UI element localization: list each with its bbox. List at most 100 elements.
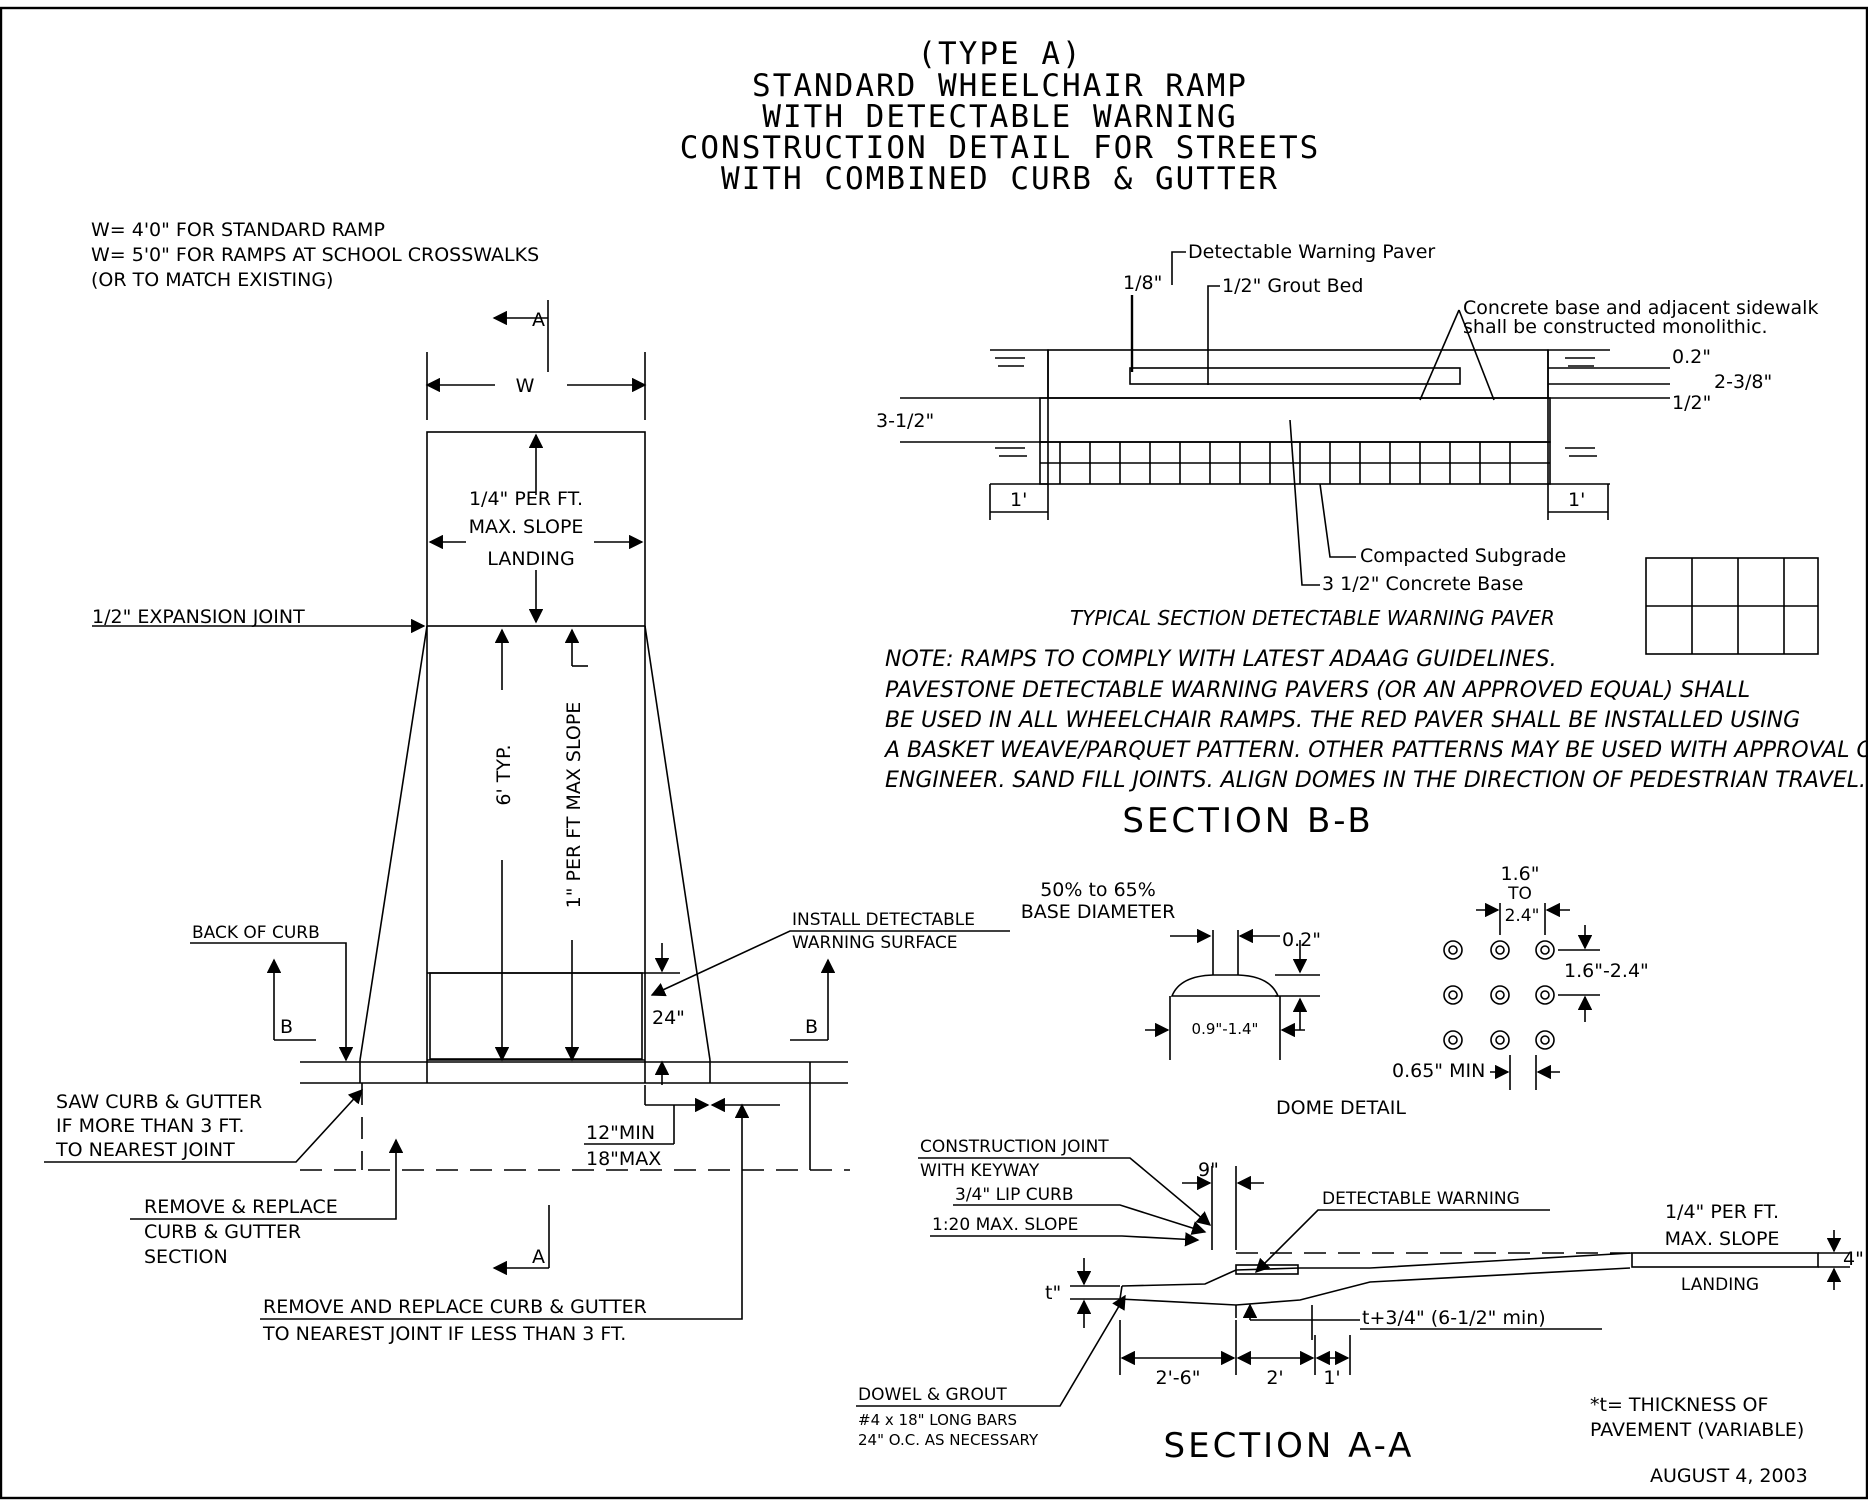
dome-base-diameter-label: BASE DIAMETER	[1021, 901, 1176, 923]
dome-profile	[1170, 974, 1280, 997]
landing-box	[426, 431, 646, 627]
paver-label: Detectable Warning Paver	[1188, 241, 1435, 263]
thickness-note-line-1: *t= THICKNESS OF	[1590, 1394, 1768, 1416]
warning-depth-label: 24"	[652, 1007, 685, 1029]
grout-bed-label: 1/2" Grout Bed	[1222, 275, 1363, 297]
landing-label: LANDING	[487, 548, 574, 570]
section-a-marker-top: A	[532, 309, 545, 331]
thickness-t-label: t"	[1045, 1282, 1061, 1304]
saw-curb-line-3: TO NEAREST JOINT	[55, 1139, 235, 1161]
paver-depth-label: 2-3/8"	[1714, 371, 1772, 393]
concrete-base-label: 3 1/2" Concrete Base	[1322, 573, 1523, 595]
dome-detail-caption: DOME DETAIL	[1276, 1097, 1406, 1119]
title-line-1: (TYPE A)	[917, 36, 1082, 72]
dimension-1-label: 1'	[1323, 1367, 1340, 1389]
expansion-joint-label: 1/2" EXPANSION JOINT	[92, 606, 305, 628]
typical-section-caption: TYPICAL SECTION DETECTABLE WARNING PAVER	[1070, 606, 1555, 630]
width-note-1: W= 4'0" FOR STANDARD RAMP	[91, 219, 385, 241]
ramp-max-slope-label: 1:20 MAX. SLOPE	[932, 1215, 1078, 1235]
remove-joint-line-2: TO NEAREST JOINT IF LESS THAN 3 FT.	[262, 1323, 626, 1345]
note-line-1: NOTE: RAMPS TO COMPLY WITH LATEST ADAAG …	[885, 647, 1557, 672]
note-line-5: ENGINEER. SAND FILL JOINTS. ALIGN DOMES …	[885, 768, 1866, 793]
title-line-3: WITH DETECTABLE WARNING	[762, 99, 1237, 135]
construction-joint-line-2: WITH KEYWAY	[920, 1161, 1040, 1181]
width-notes: W= 4'0" FOR STANDARD RAMP W= 5'0" FOR RA…	[91, 219, 539, 291]
t-plus-label: t+3/4" (6-1/2" min)	[1362, 1307, 1546, 1329]
width-note-3: (OR TO MATCH EXISTING)	[91, 269, 333, 291]
dome-percent-label: 50% to 65%	[1040, 879, 1156, 901]
grout-depth-label: 1/2"	[1672, 392, 1711, 414]
dome-spacing-line-3: 2.4"	[1505, 906, 1540, 926]
dome-spacing-line-1: 1.6"	[1501, 863, 1540, 885]
flare-maximum-label: 18"MAX	[586, 1148, 661, 1170]
note-line-2: PAVESTONE DETECTABLE WARNING PAVERS (OR …	[885, 678, 1750, 703]
note-line-4: A BASKET WEAVE/PARQUET PATTERN. OTHER PA…	[883, 738, 1868, 763]
remove-replace-line-3: SECTION	[144, 1246, 228, 1268]
dome-spacing-line-2: TO	[1507, 884, 1532, 904]
section-landing-label: LANDING	[1681, 1275, 1759, 1295]
width-note-2: W= 5'0" FOR RAMPS AT SCHOOL CROSSWALKS	[91, 244, 539, 266]
thickness-note-line-2: PAVEMENT (VARIABLE)	[1590, 1419, 1804, 1441]
sheet-border	[0, 6, 1868, 1500]
section-landing-slope-1: 1/4" PER FT.	[1665, 1201, 1779, 1223]
dowel-line-1: DOWEL & GROUT	[858, 1385, 1007, 1405]
install-warning-line-2: WARNING SURFACE	[792, 933, 958, 953]
remove-joint-line-1: REMOVE AND REPLACE CURB & GUTTER	[263, 1296, 647, 1318]
section-bb-title: SECTION B-B	[1122, 801, 1373, 841]
section-b-marker-right: B	[805, 1016, 818, 1038]
detectable-warning-callout: DETECTABLE WARNING	[1322, 1189, 1520, 1209]
ramp-slope-label: 1" PER FT MAX SLOPE	[563, 702, 585, 909]
dowel-line-2: #4 x 18" LONG BARS	[858, 1411, 1017, 1429]
section-a-marker-bottom: A	[532, 1246, 545, 1268]
compacted-subgrade-label: Compacted Subgrade	[1360, 545, 1566, 567]
remove-replace-line-1: REMOVE & REPLACE	[144, 1196, 338, 1218]
remove-replace-line-2: CURB & GUTTER	[144, 1221, 301, 1243]
left-one-foot-label: 1'	[1010, 489, 1027, 511]
saw-curb-line-1: SAW CURB & GUTTER	[56, 1091, 262, 1113]
dome-min-gap-label: 0.65" MIN	[1392, 1060, 1485, 1082]
dome-grid	[1443, 940, 1555, 1050]
base-depth-label: 3-1/2"	[876, 410, 934, 432]
nine-inch-label: 9"	[1198, 1159, 1219, 1181]
construction-joint-line-1: CONSTRUCTION JOINT	[920, 1137, 1109, 1157]
paver-thickness-label: 0.2"	[1672, 346, 1711, 368]
drawing-date: AUGUST 4, 2003	[1650, 1465, 1808, 1487]
dome-detail: 50% to 65% BASE DIAMETER 0.2" 0.9"-1.4"	[1021, 863, 1649, 1119]
ramp-section-detail: CONSTRUCTION JOINT WITH KEYWAY 3/4" LIP …	[856, 1137, 1864, 1449]
landing-slope-line-2: MAX. SLOPE	[469, 516, 584, 538]
title-line-5: WITH COMBINED CURB & GUTTER	[721, 161, 1279, 197]
general-notes: NOTE: RAMPS TO COMPLY WITH LATEST ADAAG …	[883, 647, 1868, 793]
dimension-2-label: 2'	[1266, 1367, 1283, 1389]
section-landing	[1631, 1252, 1819, 1268]
dome-top-label: 0.2"	[1282, 929, 1321, 951]
section-aa-title: SECTION A-A	[1164, 1426, 1415, 1466]
monolithic-note-line-1: Concrete base and adjacent sidewalk	[1463, 297, 1818, 319]
flare-minimum-label: 12"MIN	[586, 1122, 655, 1144]
back-of-curb-label: BACK OF CURB	[192, 923, 320, 943]
paver-section-detail: Detectable Warning Paver 1/8" 1/2" Grout…	[876, 241, 1819, 655]
title-line-2: STANDARD WHEELCHAIR RAMP	[752, 68, 1248, 104]
warning-surface-profile	[1235, 1264, 1299, 1275]
monolithic-note-line-2: shall be constructed monolithic.	[1463, 316, 1768, 338]
detectable-warning-surface	[429, 972, 643, 1060]
width-dimension-label: W	[516, 375, 535, 397]
drawing-title: (TYPE A) STANDARD WHEELCHAIR RAMP WITH D…	[680, 36, 1321, 197]
lip-curb-label: 3/4" LIP CURB	[955, 1185, 1074, 1205]
section-landing-slope-2: MAX. SLOPE	[1665, 1228, 1780, 1250]
note-line-3: BE USED IN ALL WHEELCHAIR RAMPS. THE RED…	[885, 708, 1800, 733]
dome-base-range-label: 0.9"-1.4"	[1192, 1020, 1259, 1038]
saw-curb-line-2: IF MORE THAN 3 FT.	[56, 1115, 244, 1137]
landing-slope-line-1: 1/4" PER FT.	[469, 488, 583, 510]
landing-thickness-label: 4"	[1843, 1248, 1864, 1270]
plan-view: A A W 1/4" PER FT. MAX. SLOPE LANDING 1/…	[44, 300, 1010, 1345]
typical-length-label: 6' TYP.	[493, 744, 515, 805]
section-b-marker-left: B	[280, 1016, 293, 1038]
dowel-line-3: 24" O.C. AS NECESSARY	[858, 1431, 1039, 1449]
eighth-inch-label: 1/8"	[1123, 272, 1162, 294]
dimension-2-6-label: 2'-6"	[1156, 1367, 1201, 1389]
right-one-foot-label: 1'	[1568, 489, 1585, 511]
title-line-4: CONSTRUCTION DETAIL FOR STREETS	[680, 130, 1321, 166]
dome-row-spacing-label: 1.6"-2.4"	[1564, 960, 1649, 982]
install-warning-line-1: INSTALL DETECTABLE	[792, 910, 975, 930]
